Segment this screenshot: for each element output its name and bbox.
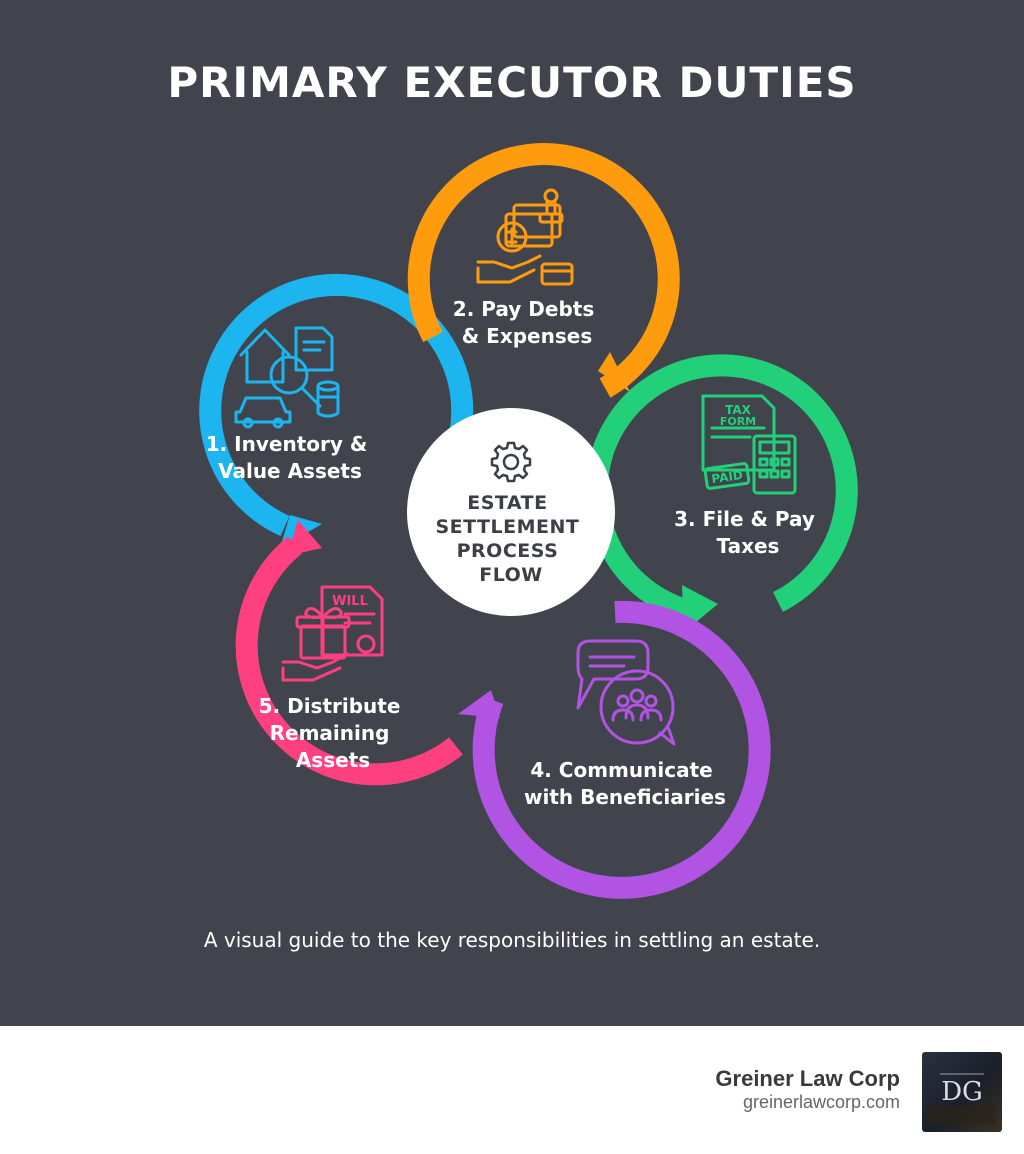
tax-form-text-1: TAX [725,403,752,417]
paid-stamp-text: PAID [711,468,744,486]
tax-form-calculator-icon [701,394,797,495]
logo-graphic: DG [928,1073,996,1124]
center-circle [407,408,615,616]
step-5-distribute: WILL 5. Distribute Remaining Assets [235,520,463,786]
step-5-pointer [287,520,322,556]
step-1-ring [199,273,474,537]
center-hub: ESTATE SETTLEMENT PROCESS FLOW [407,408,615,616]
page-title: PRIMARY EXECUTOR DUTIES [167,58,857,107]
will-document-text: WILL [332,594,368,609]
step-2-pointer [598,352,630,392]
tax-form-text-2: FORM [720,415,756,428]
step-2-label: 2. Pay Debts & Expenses [453,297,601,348]
process-diagram: 1. Inventory & Value Assets [199,143,858,899]
logo-monogram: DG [941,1077,983,1107]
step-4-label: 4. Communicate with Beneficiaries [524,758,726,809]
step-4-pointer [458,690,500,718]
brand-name: Greiner Law Corp [715,1066,900,1091]
step-5-ring [235,536,463,786]
caption: A visual guide to the key responsibiliti… [203,928,821,952]
center-label: ESTATE SETTLEMENT PROCESS FLOW [436,492,587,586]
house-magnifier-car-coins-icon [234,326,340,429]
footer: Greiner Law Corp greinerlawcorp.com DG [0,1026,1024,1154]
will-gift-hand-icon [281,585,384,682]
step-2-pay-debts: 2. Pay Debts & Expenses [407,143,680,398]
step-5-label: 5. Distribute Remaining Assets [259,694,408,772]
hand-money-stamp-card-icon [476,188,574,286]
infographic-canvas: PRIMARY EXECUTOR DUTIES 1 [0,0,1024,1026]
step-3-file-taxes: TAX FORM PAID 3. File & Pay Taxes [585,354,858,632]
step-1-label: 1. Inventory & Value Assets [206,432,375,483]
brand-logo: DG [922,1052,1002,1132]
step-4-ring [472,600,771,899]
step-2-ring [407,143,680,398]
chat-group-icon [576,639,676,746]
step-4-communicate: 4. Communicate with Beneficiaries [458,600,771,899]
step-3-label: 3. File & Pay Taxes [674,507,822,558]
brand-url: greinerlawcorp.com [742,1092,900,1112]
step-3-ring [585,354,858,623]
gear-icon [490,441,532,483]
